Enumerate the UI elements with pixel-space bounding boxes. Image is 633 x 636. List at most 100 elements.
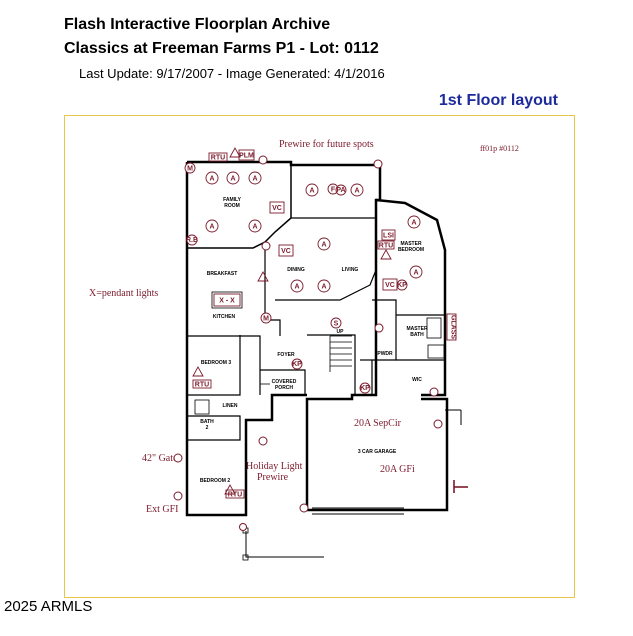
room-family-room-2: ROOM — [224, 203, 240, 209]
plan-title: Flash Interactive Floorplan Archive — [64, 16, 331, 33]
marker-icon — [299, 503, 309, 513]
update-line: Last Update: 9/17/2007 - Image Generated… — [79, 66, 385, 81]
pendant-lights-icon: X - X — [213, 293, 241, 307]
svg-text:KP: KP — [397, 282, 407, 289]
svg-text:A: A — [230, 176, 235, 183]
room-kitchen: KITCHEN — [213, 314, 236, 320]
marker-icon — [173, 491, 183, 501]
room-family-room: FAMILY — [223, 197, 242, 203]
svg-text:M: M — [263, 316, 269, 323]
room-master-bath: MASTER — [406, 326, 428, 332]
svg-text:A: A — [321, 284, 326, 291]
rtu-icon: RTU — [377, 240, 395, 250]
outlet-icon: A — [248, 219, 262, 233]
rtu-icon: RTU — [192, 379, 212, 389]
room-dining: DINING — [287, 267, 305, 273]
gfi-note: 20A GFi — [380, 464, 415, 475]
svg-text:A: A — [252, 176, 257, 183]
room-bath-2: BATH — [200, 419, 214, 425]
svg-text:A: A — [209, 176, 214, 183]
copyright: 2025 ARMLS — [4, 598, 93, 615]
floorplan-frame — [64, 115, 575, 598]
outlet-icon: A — [409, 265, 423, 279]
marker-icon — [429, 387, 439, 397]
room-foyer: FOYER — [277, 352, 295, 358]
gate-note: 42" Gate — [142, 453, 178, 464]
sepcir-note: 20A SepCir — [354, 418, 402, 429]
svg-text:RTU: RTU — [195, 382, 209, 389]
outlet-icon: A — [205, 171, 219, 185]
pendant-lights-note: X=pendant lights — [89, 288, 158, 299]
keypad-icon: KP — [396, 279, 408, 291]
triangle-icon — [224, 484, 236, 495]
marker-icon — [173, 453, 183, 463]
svg-text:A: A — [252, 224, 257, 231]
warning-triangle-icons — [192, 147, 392, 495]
svg-text:R.B: R.B — [186, 237, 198, 244]
room-master-bedroom-2: BEDROOM — [398, 247, 424, 253]
svg-text:A: A — [309, 188, 314, 195]
svg-text:A: A — [413, 270, 418, 277]
outlet-icon: A — [305, 183, 319, 197]
room-covered-porch: COVERED — [272, 379, 297, 385]
svg-text:A: A — [354, 188, 359, 195]
marker-icon — [261, 241, 271, 251]
svg-text:VC: VC — [385, 282, 395, 289]
svg-text:RTU: RTU — [228, 492, 242, 499]
outlet-symbols: A A A A A A A A A A A A — [205, 171, 423, 293]
outlet-icon: A — [350, 183, 364, 197]
svg-text:VC: VC — [272, 205, 282, 212]
svg-text:S: S — [334, 321, 339, 328]
svg-text:VC: VC — [281, 248, 291, 255]
room-living: LIVING — [342, 267, 359, 273]
pa-icon: PA — [335, 184, 347, 196]
outlet-icon: A — [205, 219, 219, 233]
stair-up-label: UP — [337, 329, 345, 335]
smoke-detector-icon: S — [330, 317, 342, 329]
room-master-bedroom: MASTER — [400, 241, 422, 247]
svg-text:RTU: RTU — [379, 243, 393, 250]
plan-code: ff01p #0112 — [480, 144, 519, 153]
outlet-icon: A — [317, 279, 331, 293]
room-bath-2-number: 2 — [206, 425, 209, 431]
room-linen: LINEN — [223, 403, 238, 409]
keypad-icon: KP — [291, 358, 303, 370]
music-icon: M — [260, 312, 272, 324]
holiday-light-note: Holiday Light — [246, 461, 303, 472]
plm-icon: PLM — [238, 149, 255, 161]
marker-icon — [433, 419, 443, 429]
plan-subtitle: Classics at Freeman Farms P1 - Lot: 0112 — [64, 40, 379, 57]
svg-text:PA: PA — [336, 187, 345, 194]
outlet-icon: A — [290, 279, 304, 293]
keypad-icon: KP — [359, 382, 371, 394]
svg-text:F: F — [331, 187, 336, 194]
svg-text:RTU: RTU — [211, 155, 225, 162]
exterior-walls — [185, 160, 468, 561]
marker-icon — [258, 155, 268, 165]
svg-text:A: A — [294, 284, 299, 291]
outlet-icon: A — [407, 215, 421, 229]
room-covered-porch-2: PORCH — [275, 385, 293, 391]
glass-icon: GLASS — [446, 313, 457, 341]
marker-icon — [373, 159, 383, 169]
room-master-bath-2: BATH — [410, 332, 424, 338]
room-bedroom-2: BEDROOM 2 — [200, 478, 231, 484]
ext-gfi-note: Ext GFI — [146, 504, 179, 515]
svg-text:X - X: X - X — [219, 298, 235, 305]
outlet-icon: A — [248, 171, 262, 185]
room-labels: FAMILY ROOM BREAKFAST KITCHEN DINING LIV… — [200, 197, 428, 484]
room-powder: PWDR — [377, 351, 393, 357]
volume-control-icon: VC — [382, 278, 398, 291]
holiday-light-note-2: Prewire — [257, 472, 289, 483]
volume-control-icon: VC — [269, 201, 285, 214]
svg-text:LSI: LSI — [383, 233, 394, 240]
svg-text:A: A — [321, 242, 326, 249]
rb-icon: R.B — [186, 234, 198, 246]
outlet-markers — [173, 155, 443, 531]
triangle-icon — [380, 249, 392, 260]
outlet-icon: A — [226, 171, 240, 185]
triangle-icon — [192, 366, 204, 377]
triangle-icon — [229, 147, 241, 158]
marker-icon — [239, 523, 247, 531]
